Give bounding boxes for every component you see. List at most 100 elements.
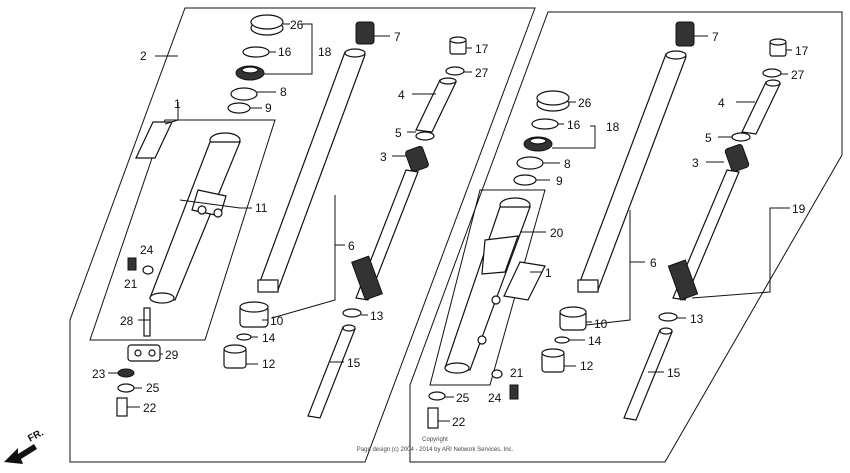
fork-spring-part [405,145,429,173]
callout-17: 17 [475,42,489,56]
callout-14: 14 [262,331,276,345]
callout-18-right: 18 [606,120,620,134]
fork-spring-part-right [724,143,750,173]
callout-28: 28 [120,314,134,328]
washer-small-part-right [428,391,446,401]
callout-7-right: 7 [712,30,719,44]
callout-23: 23 [92,367,106,381]
spring-seat-part-right [731,132,751,142]
callout-16: 16 [278,45,292,59]
fork-tube-part-right [577,50,687,293]
callout-24: 24 [140,243,154,257]
washer-small-part [117,383,135,393]
back-up-ring-part-right [516,156,544,170]
callout-26-right: 26 [578,96,592,110]
callout-6: 6 [348,239,355,253]
callout-15-right: 15 [667,366,681,380]
left-slider-frame [89,119,276,341]
callout-27: 27 [475,66,489,80]
reflector-part-right [503,261,546,301]
spacer-part-right [741,79,781,135]
piston-ring-part-right [658,312,678,322]
callout-27-right: 27 [791,68,805,82]
bushing-part [227,102,251,114]
o-ring-part-right [762,68,782,78]
callout-8-right: 8 [564,157,571,171]
callout-13-right: 13 [690,312,704,326]
callout-9-right: 9 [556,174,563,188]
right-assembly-frame [409,11,843,463]
dust-seal-part-right [536,90,570,112]
washer-part [142,265,154,275]
dust-seal-part [250,14,284,36]
callout-5: 5 [395,126,402,140]
callout-5-right: 5 [705,131,712,145]
callout-12-right: 12 [580,359,594,373]
callout-25-right: 25 [456,391,470,405]
oil-seal-part [235,65,265,81]
damper-rod-part-right [623,327,673,421]
damper-rod-part [307,324,356,419]
piston-ring-part [342,308,362,318]
fork-bolt-part [449,36,467,55]
front-direction-arrow-icon [4,444,37,464]
right-slider-frame [429,189,546,386]
circlip-part [236,333,252,341]
slider-bushing-part-right [559,306,587,331]
circlip-part-right [554,336,570,344]
callout-22: 22 [143,401,157,415]
spring-part-right [675,21,695,47]
fork-slider-part [149,132,241,304]
fork-bolt-part-right [769,38,787,57]
callout-12: 12 [262,357,276,371]
stud-bolt-part [116,397,128,417]
front-direction-label: FR. [26,427,46,444]
clip-part-right [531,118,559,130]
callout-10-right: 10 [594,317,608,331]
callout-15: 15 [347,356,361,370]
callout-1: 1 [174,97,181,111]
callout-20: 20 [550,226,564,240]
nut-part [117,368,135,378]
callout-10: 10 [270,314,284,328]
callout-3-right: 3 [692,156,699,170]
callout-29: 29 [165,348,179,362]
damper-spring-part [351,169,419,301]
callout-13: 13 [370,309,384,323]
callout-4: 4 [398,88,405,102]
stud-bolt-part-right [427,407,439,429]
callout-3: 3 [380,150,387,164]
callout-22-right: 22 [452,415,466,429]
callout-25: 25 [146,381,160,395]
spring-seat-part [415,131,435,141]
spacer-part [415,77,457,133]
washer-part-right [491,369,503,379]
callout-9: 9 [265,101,272,115]
o-ring-part [445,66,465,76]
fork-tube-part [257,48,366,293]
callout-7: 7 [394,30,401,44]
callout-24-right: 24 [488,391,502,405]
copyright-line-2: Page design (c) 2004 - 2014 by ARI Netwo… [357,447,514,453]
piston-part-right [541,348,565,373]
left-assembly-frame [69,7,536,463]
leader-lines [108,23,792,422]
callout-14-right: 14 [588,334,602,348]
callout-11: 11 [255,201,268,215]
oil-seal-part-right [523,136,553,152]
callout-19: 19 [792,202,806,216]
callout-6-right: 6 [650,256,657,270]
callout-4-right: 4 [718,96,725,110]
piston-part [223,344,247,369]
bushing-part-right [513,174,537,186]
callout-26: 26 [290,18,304,32]
bolt-part-right [509,384,519,400]
bolt-part [127,257,137,271]
fork-slider-part-right [444,197,531,374]
slider-bushing-part [239,301,269,328]
axle-holder-part [127,344,161,362]
callout-8: 8 [280,85,287,99]
copyright-line-1: Copyright [422,437,448,443]
callout-21: 21 [124,277,138,291]
